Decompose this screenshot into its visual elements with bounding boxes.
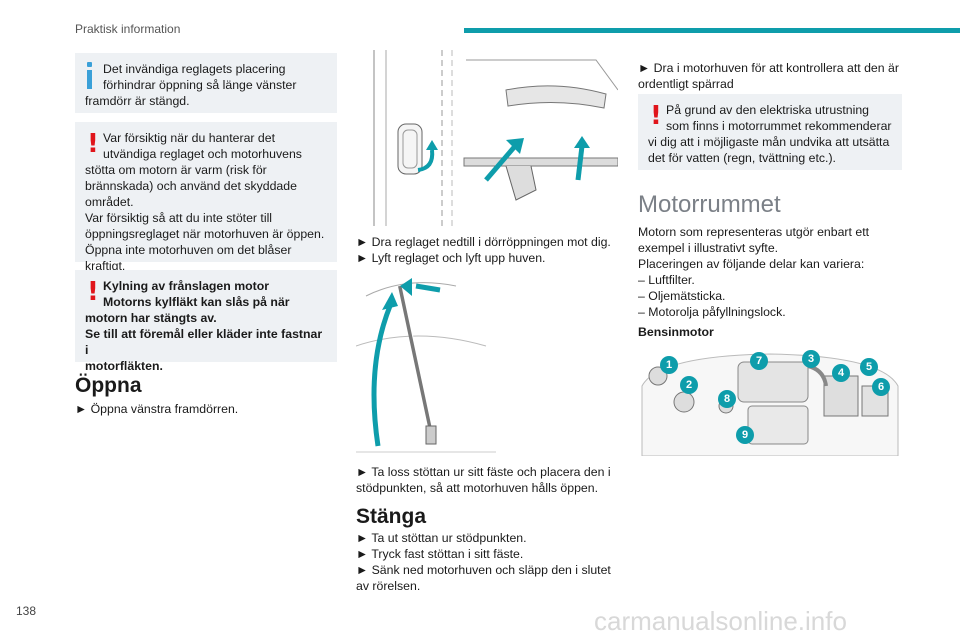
step-place-prop-1: ► Ta loss stöttan ur sitt fäste och plac… xyxy=(356,465,611,479)
warning-box-water: ! På grund av den elektriska utrustning … xyxy=(638,94,902,170)
engine-list-item: – Motorolja påfyllningslock. xyxy=(638,305,786,319)
header-accent-bar xyxy=(464,28,960,33)
info-line: framdörr är stängd. xyxy=(85,94,190,108)
part-badge-8: 8 xyxy=(718,390,736,408)
part-badge-9: 9 xyxy=(736,426,754,444)
warning-line: utvändiga reglaget och motorhuvens xyxy=(103,147,302,161)
close-step-3b: av rörelsen. xyxy=(356,579,421,593)
warning-line: som finns i motorrummet rekommenderar xyxy=(666,119,892,133)
part-badge-3: 3 xyxy=(802,350,820,368)
heading-engine-compartment: Motorrummet xyxy=(638,191,781,218)
warning-icon: ! xyxy=(650,101,662,131)
engine-para-line: Placeringen av följande delar kan varier… xyxy=(638,257,865,271)
part-badge-7: 7 xyxy=(750,352,768,370)
warning-icon: ! xyxy=(87,129,99,159)
warning-line: brännskada) och använd det skyddade xyxy=(85,179,297,193)
warning-line: Var försiktig så att du inte stöter till xyxy=(85,211,273,225)
warning-line: Var försiktig när du hanterar det xyxy=(103,131,276,145)
hood-release-illustration xyxy=(356,50,618,226)
warning-box-cooling-fan: ! Kylning av frånslagen motor Motorns ky… xyxy=(75,270,337,373)
part-badge-6: 6 xyxy=(872,378,890,396)
hood-prop-illustration xyxy=(356,266,496,456)
open-step: ► Öppna vänstra framdörren. xyxy=(75,402,239,416)
info-box: Det invändiga reglagets placering förhin… xyxy=(75,53,337,113)
warning-line: vi dig att i möjligaste mån undvika att … xyxy=(648,135,890,149)
heading-close: Stänga xyxy=(356,505,427,528)
engine-para-line: Motorn som representeras utgör enbart et… xyxy=(638,225,870,239)
warning-line: det för vatten (regn, tvättning etc.). xyxy=(648,151,836,165)
check-hood-step-1: ► Dra i motorhuven för att kontrollera a… xyxy=(638,61,899,75)
heading-petrol-engine: Bensinmotor xyxy=(638,325,714,339)
info-line: Det invändiga reglagets placering xyxy=(103,62,286,76)
step-place-prop-2: stödpunkten, så att motorhuven hålls öpp… xyxy=(356,481,598,495)
warning-line: området. xyxy=(85,195,134,209)
page-number: 138 xyxy=(16,604,37,618)
warning-line: öppningsreglaget när motorhuven är öppen… xyxy=(85,227,325,241)
info-line: förhindrar öppning så länge vänster xyxy=(103,78,297,92)
engine-list-item: – Luftfilter. xyxy=(638,273,695,287)
check-hood-step-2: ordentligt spärrad xyxy=(638,77,734,91)
info-icon xyxy=(87,62,92,90)
watermark: carmanualsonline.info xyxy=(594,606,847,636)
close-step-3a: ► Sänk ned motorhuven och släpp den i sl… xyxy=(356,563,611,577)
engine-para-line: exempel i illustrativt syfte. xyxy=(638,241,779,255)
section-header: Praktisk information xyxy=(75,22,181,36)
part-badge-2: 2 xyxy=(680,376,698,394)
warning-line: motorn har stängts av. xyxy=(85,311,217,325)
warning-line: motorfläkten. xyxy=(85,359,163,373)
step-lift-hood: ► Lyft reglaget och lyft upp huven. xyxy=(356,251,546,265)
warning-line: På grund av den elektriska utrustning xyxy=(666,103,870,117)
engine-list-item: – Oljemätsticka. xyxy=(638,289,726,303)
warning-line: Kylning av frånslagen motor xyxy=(103,279,270,293)
warning-box-hot-engine: ! Var försiktig när du hanterar det utvä… xyxy=(75,122,337,273)
warning-line: stötta om motorn är varm (risk för xyxy=(85,163,267,177)
part-badge-1: 1 xyxy=(660,356,678,374)
engine-illustration: 1 2 3 4 5 6 7 8 9 xyxy=(638,346,902,456)
warning-line: Se till att föremål eller kläder inte fa… xyxy=(85,327,323,357)
part-badge-4: 4 xyxy=(832,364,850,382)
warning-line: Öppna inte motorhuven om det blåser kraf… xyxy=(85,243,292,273)
close-step-2: ► Tryck fast stöttan i sitt fäste. xyxy=(356,547,524,561)
warning-icon: ! xyxy=(87,277,99,307)
part-badge-5: 5 xyxy=(860,358,878,376)
warning-line: Motorns kylfläkt kan slås på när xyxy=(103,295,290,309)
step-pull-lever: ► Dra reglaget nedtill i dörröppningen m… xyxy=(356,235,611,249)
heading-open: Öppna xyxy=(75,374,142,397)
close-step-1: ► Ta ut stöttan ur stödpunkten. xyxy=(356,531,527,545)
